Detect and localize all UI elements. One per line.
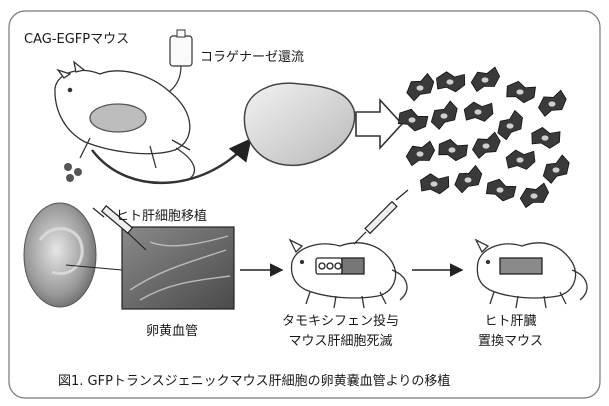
hepatocyte-nucleus bbox=[464, 177, 472, 183]
humanized-mouse bbox=[474, 238, 588, 309]
hepatocyte-nucleus bbox=[496, 187, 504, 193]
hepatocyte-nucleus bbox=[416, 151, 424, 157]
hepatocyte-nucleus bbox=[446, 79, 454, 85]
hepatocyte-nucleus bbox=[506, 123, 514, 129]
yolk-vessel-label: 卵黄血管 bbox=[146, 324, 199, 339]
figure-caption: 図1. GFPトランスジェニックマウス肝細胞の卵黄嚢血管よりの移植 bbox=[58, 374, 451, 389]
tamoxifen-label: タモキシフェン投与 マウス肝細胞死滅 bbox=[282, 312, 399, 352]
hepatocyte-nucleus bbox=[474, 109, 482, 115]
hepatocyte-nucleus bbox=[440, 113, 448, 119]
hepatocyte-nucleus bbox=[416, 85, 424, 91]
hepatocyte-nucleus bbox=[408, 117, 416, 123]
transplant-label: ヒト肝細胞移植 bbox=[116, 209, 208, 224]
embryo-body bbox=[38, 227, 84, 275]
hepatocyte-nucleus bbox=[430, 181, 438, 187]
hepatocyte-nucleus bbox=[548, 101, 556, 107]
hepatocyte-nucleus bbox=[516, 157, 524, 163]
hepatocyte-cluster bbox=[397, 66, 570, 209]
donor-mouse-label: CAG-EGFPマウス bbox=[24, 32, 130, 47]
tamoxifen-syringe bbox=[353, 189, 409, 245]
photo-vessel-streaks bbox=[129, 235, 231, 301]
donor-cell-dots bbox=[64, 163, 82, 182]
humanized-label-line1: ヒト肝臓 bbox=[484, 314, 537, 329]
hepatocyte-nucleus bbox=[448, 147, 456, 153]
transplant-syringe bbox=[92, 205, 147, 251]
embryo-yolk-sac bbox=[23, 202, 97, 308]
hepatocyte-nucleus bbox=[481, 77, 489, 83]
humanized-label-line2: 置換マウス bbox=[478, 334, 544, 349]
curved-arrow-to-liver bbox=[91, 138, 252, 185]
tamoxifen-label-line2: マウス肝細胞死滅 bbox=[288, 334, 393, 349]
humanized-label: ヒト肝臓 置換マウス bbox=[478, 312, 543, 352]
hepatocyte-nucleus bbox=[482, 143, 490, 149]
zoom-line bbox=[65, 264, 123, 271]
block-arrow-to-cells bbox=[355, 97, 404, 151]
isolated-liver bbox=[243, 82, 356, 167]
hepatocyte-nucleus bbox=[516, 89, 524, 95]
hepatocyte-nucleus bbox=[541, 135, 549, 141]
donor-mouse bbox=[54, 60, 196, 181]
recipient-mouse bbox=[288, 238, 408, 309]
tamoxifen-label-line1: タモキシフェン投与 bbox=[282, 314, 400, 329]
perfusion-label: コラゲナーゼ還流 bbox=[200, 50, 305, 65]
hepatocyte-nucleus bbox=[530, 193, 538, 199]
figure-frame bbox=[8, 10, 601, 399]
yolk-vessel-photo bbox=[121, 226, 235, 310]
hepatocyte-nucleus bbox=[552, 167, 560, 173]
